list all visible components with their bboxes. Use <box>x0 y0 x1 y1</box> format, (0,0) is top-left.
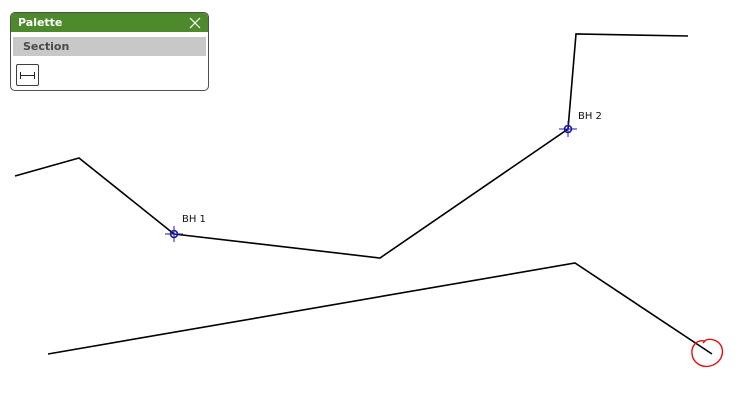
section-line-icon <box>20 71 35 79</box>
palette-titlebar[interactable]: Palette <box>11 13 208 32</box>
borehole-label-bh2: BH 2 <box>578 111 602 122</box>
section-tool-button[interactable] <box>16 64 39 86</box>
palette-title: Palette <box>18 16 63 29</box>
section-label: Section <box>23 40 70 53</box>
borehole-label-bh1: BH 1 <box>182 214 206 225</box>
section-polyline-lower[interactable] <box>47 262 713 355</box>
palette-panel: Palette Section <box>10 12 209 91</box>
section-header[interactable]: Section <box>13 37 206 56</box>
section-polyline-upper[interactable] <box>14 33 689 259</box>
borehole-marker-bh1[interactable] <box>165 226 183 242</box>
borehole-marker-bh2[interactable] <box>559 121 577 137</box>
endpoint-highlight-circle <box>691 338 724 368</box>
close-icon[interactable] <box>188 16 202 30</box>
